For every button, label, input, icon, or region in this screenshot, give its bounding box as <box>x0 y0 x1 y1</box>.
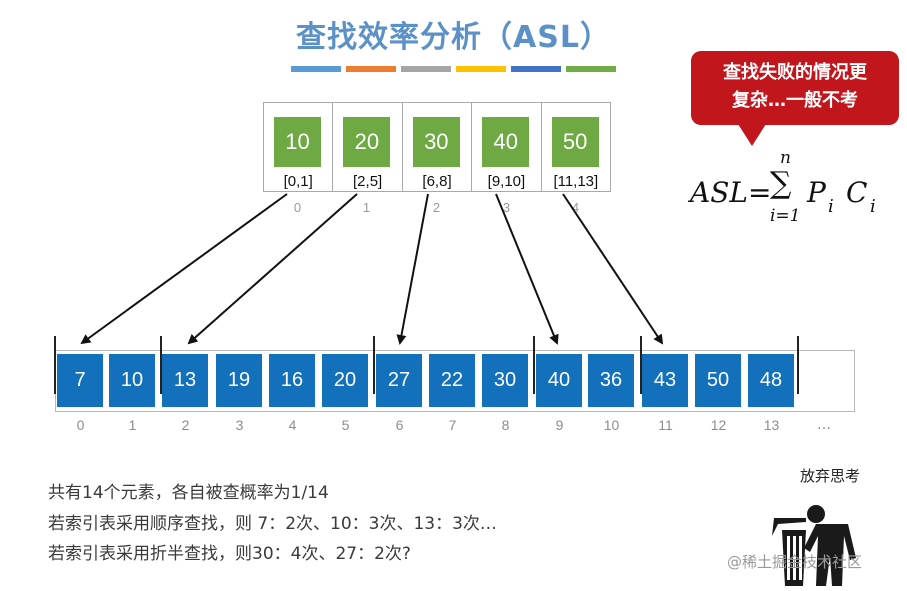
index-position: 1 <box>362 200 371 215</box>
table-position: 6 <box>395 417 404 433</box>
formula-lower-limit: i=1 <box>770 206 801 226</box>
index-max-value: 30 <box>412 117 460 167</box>
table-position: 3 <box>235 417 244 433</box>
table-position: 5 <box>341 417 350 433</box>
index-range: [6,8] <box>422 173 452 190</box>
give-up-label: 放弃思考 <box>800 467 861 485</box>
index-position: 0 <box>293 200 302 215</box>
index-position: 4 <box>571 200 580 215</box>
table-position: 9 <box>555 417 564 433</box>
formula-upper-limit: n <box>780 148 791 168</box>
strip-segment <box>401 66 451 72</box>
block-separator <box>797 336 799 394</box>
table-cell: 40 <box>536 354 582 407</box>
block-separator <box>533 336 535 394</box>
index-table: 10 [0,1] 20 [2,5] 30 [6,8] 40 [9,10] 50 … <box>263 102 611 192</box>
arrow-block-3 <box>495 193 559 345</box>
arrow-block-1 <box>187 193 358 345</box>
table-position: 12 <box>710 417 727 433</box>
index-max-value: 20 <box>343 117 391 167</box>
table-cell: 43 <box>642 354 688 407</box>
strip-segment <box>346 66 396 72</box>
arrow-block-2 <box>396 193 429 345</box>
table-position: 8 <box>501 417 510 433</box>
index-max-value: 50 <box>551 117 599 167</box>
table-position: 2 <box>181 417 190 433</box>
sigma-symbol: ∑ <box>770 166 792 201</box>
description-line: 若索引表采用顺序查找，则 7：2次、10：3次、13：3次… <box>48 514 497 534</box>
formula-c-subscript: i <box>870 196 876 217</box>
table-cell: 27 <box>376 354 422 407</box>
table-cell: 19 <box>216 354 262 407</box>
table-cell: 20 <box>322 354 368 407</box>
strip-segment <box>566 66 616 72</box>
callout-bubble: 查找失败的情况更 复杂…一般不考 <box>691 51 899 125</box>
table-cell: 10 <box>109 354 155 407</box>
formula-lhs: ASL= <box>690 176 772 209</box>
table-cell: 7 <box>57 354 103 407</box>
arrow-block-4 <box>562 193 664 345</box>
block-separator <box>373 336 375 394</box>
table-position: 13 <box>763 417 780 433</box>
index-position: 3 <box>502 200 511 215</box>
table-cell: 36 <box>588 354 634 407</box>
formula-p-subscript: i <box>828 196 834 217</box>
arrow-block-0 <box>80 193 288 345</box>
strip-segment <box>511 66 561 72</box>
index-entry: 30 [6,8] <box>403 103 473 191</box>
table-position: 4 <box>288 417 297 433</box>
formula-c: C <box>846 176 868 209</box>
table-cell: 13 <box>162 354 208 407</box>
table-cell: 30 <box>482 354 528 407</box>
index-entry: 40 [9,10] <box>472 103 542 191</box>
index-max-value: 10 <box>274 117 321 167</box>
callout-line: 查找失败的情况更 <box>723 62 867 83</box>
callout-line: 复杂…一般不考 <box>732 90 858 111</box>
index-entry: 50 [11,13] <box>542 103 610 191</box>
block-separator <box>54 336 56 394</box>
table-position: 0 <box>76 417 85 433</box>
index-range: [9,10] <box>487 173 526 190</box>
table-cell: 48 <box>748 354 794 407</box>
block-separator <box>160 336 162 394</box>
table-cell: 22 <box>429 354 475 407</box>
description-line: 共有14个元素，各自被查概率为1/14 <box>48 483 329 503</box>
index-range: [0,1] <box>283 173 313 190</box>
description-line: 若索引表采用折半查找，则30：4次、27：2次? <box>48 544 411 564</box>
table-position: 11 <box>658 417 673 433</box>
watermark: @稀土掘金技术社区 <box>727 553 863 571</box>
index-range: [11,13] <box>553 173 599 190</box>
table-position: 1 <box>128 417 137 433</box>
page-title: 查找效率分析（ASL） <box>296 20 611 55</box>
strip-segment <box>291 66 341 72</box>
block-separator <box>640 336 642 394</box>
index-position: 2 <box>432 200 441 215</box>
asl-formula: ASL= n ∑ i=1 P i C i <box>690 148 900 230</box>
index-entry: 10 [0,1] <box>264 103 334 191</box>
index-range: [2,5] <box>353 173 383 190</box>
callout-tail <box>738 124 766 146</box>
trash-person-icon <box>772 505 856 586</box>
index-entry: 20 [2,5] <box>333 103 403 191</box>
table-cell: 16 <box>269 354 315 407</box>
formula-p: P <box>807 176 826 209</box>
index-max-value: 40 <box>482 117 530 167</box>
table-cell: 50 <box>695 354 741 407</box>
table-position: 10 <box>603 417 620 433</box>
strip-segment <box>456 66 506 72</box>
table-position: 7 <box>448 417 457 433</box>
table-ellipsis: … <box>817 417 831 433</box>
